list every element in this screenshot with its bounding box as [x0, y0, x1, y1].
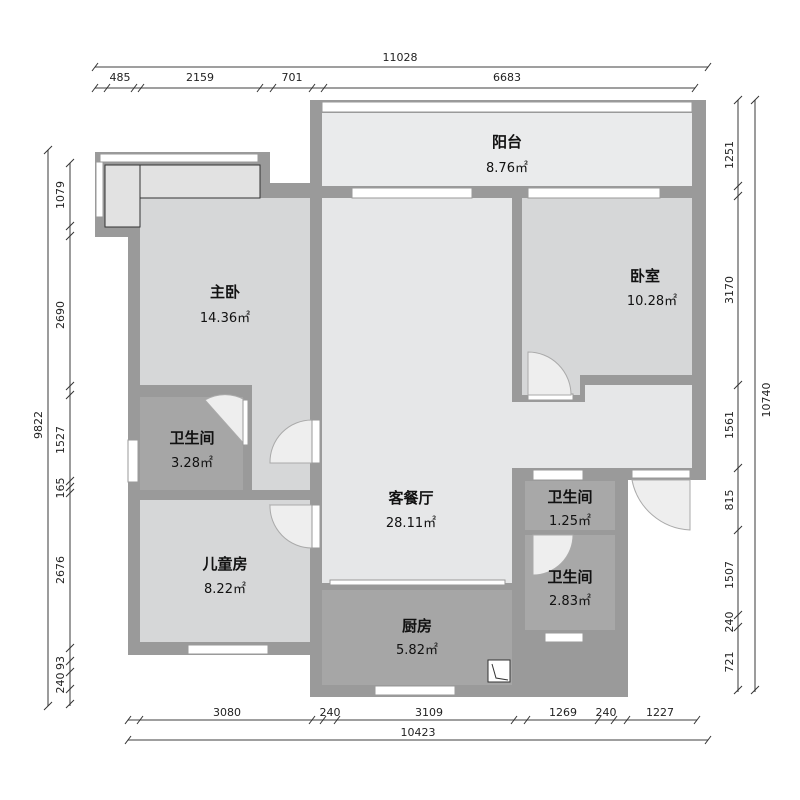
dim-bottom-total: 10423	[401, 726, 436, 739]
room-name-bathroom-c: 卫生间	[547, 568, 592, 586]
dim-right-total: 10740	[760, 383, 773, 418]
dim-bottom-4: 240	[596, 706, 617, 719]
kitchen-floor	[322, 590, 512, 685]
dim-right-3: 815	[723, 490, 736, 511]
room-name-bedroom: 卧室	[630, 267, 660, 285]
room-name-bathroom-a: 卫生间	[169, 429, 214, 447]
room-area-bedroom: 10.28㎡	[627, 294, 677, 309]
living-dining-floor	[322, 198, 692, 583]
dim-right-5: 240	[723, 612, 736, 633]
room-name-living-dining: 客餐厅	[387, 489, 433, 507]
dim-left-6: 240	[54, 673, 67, 694]
dim-bottom-2: 3109	[415, 706, 443, 719]
dim-bottom-0: 3080	[213, 706, 241, 719]
dim-right-1: 3170	[723, 276, 736, 304]
bathroom-b-floor	[525, 481, 615, 530]
room-name-kids-room: 儿童房	[201, 555, 247, 573]
dim-bottom-1: 240	[320, 706, 341, 719]
room-labels: 阳台 8.76㎡ 主卧 14.36㎡ 卧室 10.28㎡ 卫生间 3.28㎡ 客…	[169, 133, 677, 658]
room-area-master-bedroom: 14.36㎡	[200, 311, 250, 326]
room-area-bathroom-b: 1.25㎡	[549, 514, 591, 529]
room-area-bathroom-a: 3.28㎡	[171, 456, 213, 471]
floor-drain-icon	[487, 659, 511, 683]
room-name-master-bedroom: 主卧	[210, 283, 240, 301]
room-area-living-dining: 28.11㎡	[386, 516, 436, 531]
dim-top-total: 11028	[383, 51, 418, 64]
dim-top-0: 485	[110, 71, 131, 84]
dim-bottom-5: 1227	[646, 706, 674, 719]
room-area-bathroom-c: 2.83㎡	[549, 594, 591, 609]
dim-top-2: 701	[282, 71, 303, 84]
dim-left-5: 93	[54, 656, 67, 670]
dimension-top: 11028 485 2159 701 6683	[91, 51, 712, 93]
dim-left-4: 2676	[54, 556, 67, 584]
dimension-left: 9822 1079 2690 1527 165 2676 93 240	[32, 145, 75, 711]
dim-right-0: 1251	[723, 141, 736, 169]
dim-right-6: 721	[723, 652, 736, 673]
dimension-bottom: 3080 240 3109 1269 240 1227 10423	[124, 706, 712, 745]
balcony-window	[321, 101, 693, 113]
bay-window-top	[99, 153, 259, 163]
master-bedroom-floor	[140, 198, 310, 385]
room-name-balcony: 阳台	[492, 133, 522, 151]
bay-window-sill-side	[104, 164, 141, 228]
bay-window-left	[95, 161, 104, 218]
room-area-kitchen: 5.82㎡	[396, 643, 438, 658]
dim-right-4: 1507	[723, 561, 736, 589]
room-name-bathroom-b: 卫生间	[547, 488, 592, 506]
balcony-floor	[322, 113, 692, 186]
windows	[127, 187, 691, 696]
dim-left-3: 165	[54, 478, 67, 499]
doors	[204, 351, 691, 683]
bedroom-floor	[522, 198, 692, 395]
room-area-balcony: 8.76㎡	[486, 161, 528, 176]
dim-top-3: 6683	[493, 71, 521, 84]
room-name-kitchen: 厨房	[402, 617, 432, 635]
dimension-right: 1251 3170 1561 815 1507 240 721 10740	[723, 95, 773, 695]
room-area-kids-room: 8.22㎡	[204, 582, 246, 597]
dim-bottom-3: 1269	[549, 706, 577, 719]
dim-top-1: 2159	[186, 71, 214, 84]
dim-left-total: 9822	[32, 411, 45, 439]
dim-left-2: 1527	[54, 426, 67, 454]
dim-left-1: 2690	[54, 301, 67, 329]
dim-right-2: 1561	[723, 411, 736, 439]
dim-left-0: 1079	[54, 181, 67, 209]
